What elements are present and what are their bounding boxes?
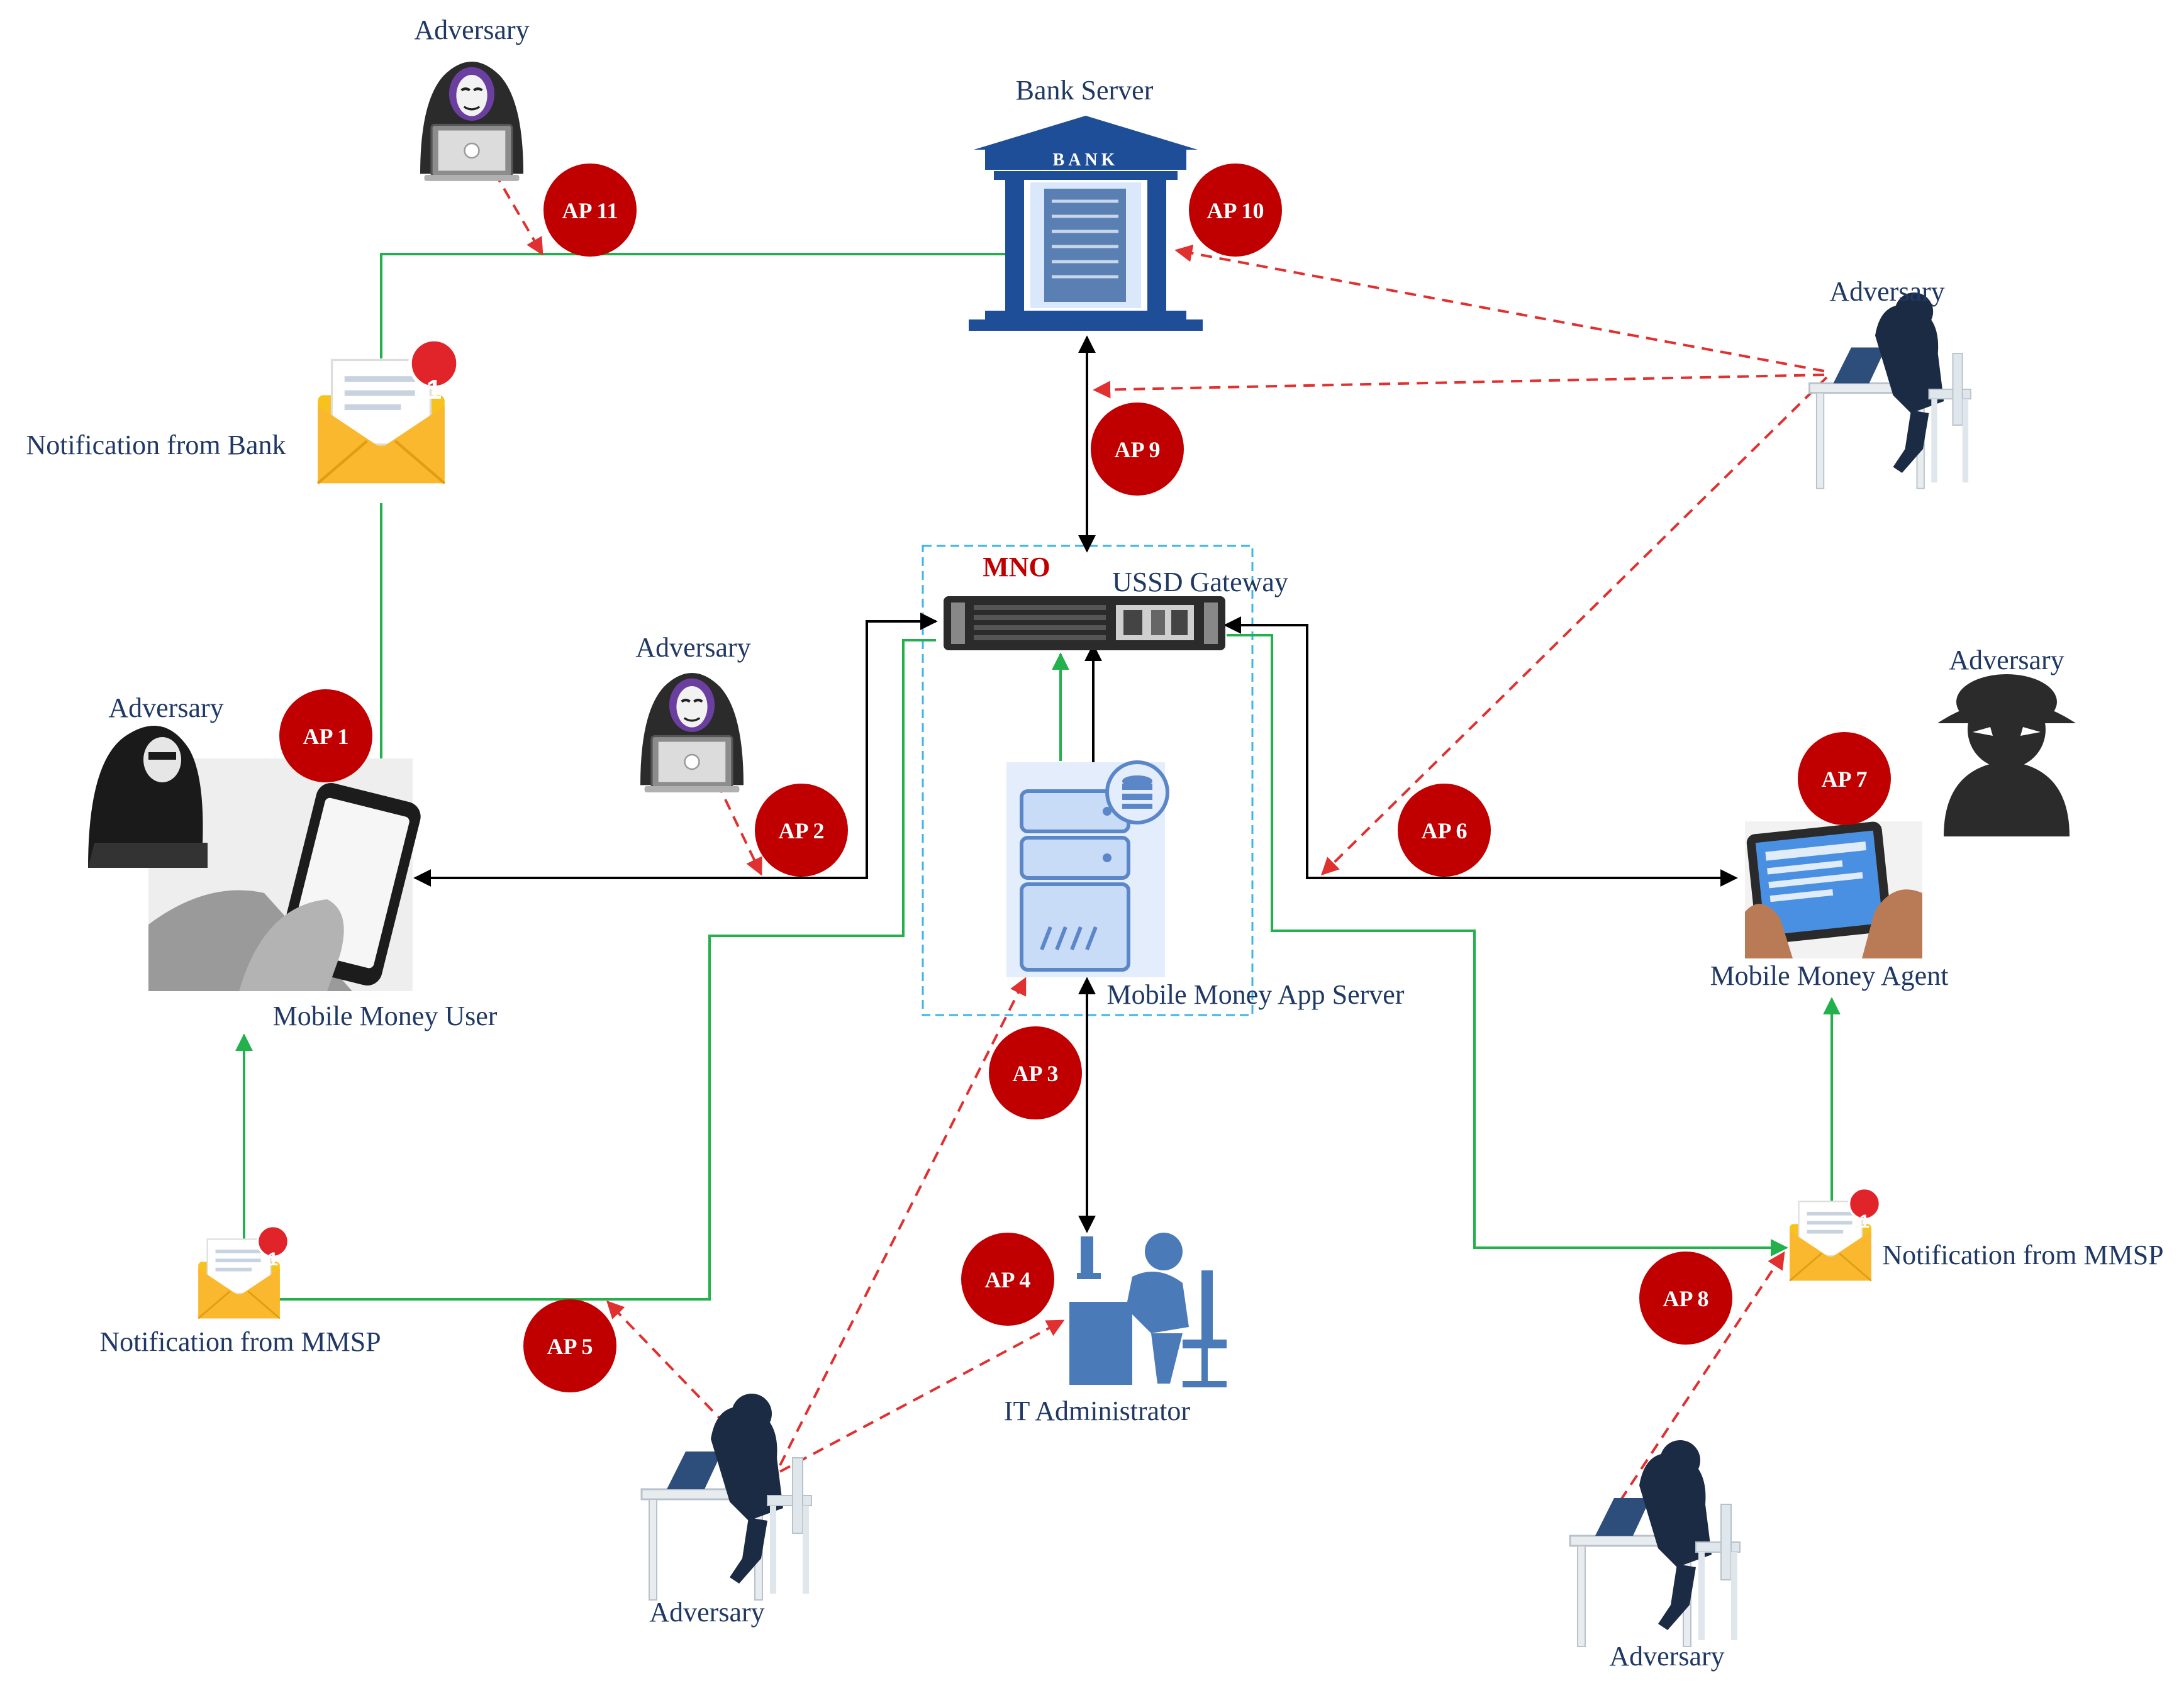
hacker-hoodie-icon	[88, 726, 208, 868]
mobile-money-user-label: Mobile Money User	[273, 1001, 498, 1031]
mno-label: MNO	[983, 552, 1050, 582]
attack-point-label: AP 2	[778, 818, 824, 843]
envelope-notification-icon	[197, 1224, 290, 1320]
hooded-hacker-laptop-icon	[420, 62, 523, 181]
bank-server-label: Bank Server	[1016, 75, 1154, 106]
bank-building-icon: BANK	[969, 116, 1203, 331]
rack-server-icon	[944, 596, 1225, 650]
attack-point-label: AP 9	[1114, 437, 1160, 462]
notification-mmsp-agent-label: Notification from MMSP	[1882, 1240, 2163, 1270]
envelope-badge: 1	[268, 1249, 279, 1270]
attack-point-label: AP 6	[1421, 818, 1467, 843]
attack-point-label: AP 4	[984, 1267, 1030, 1292]
hacker-at-desk-icon	[640, 1392, 813, 1601]
adversary-label: Adversary	[1949, 645, 2064, 675]
adversary-label: Adversary	[635, 632, 750, 663]
attack-point-label: AP 1	[303, 724, 348, 749]
envelope-notification-icon	[1788, 1187, 1881, 1282]
adversary-label: Adversary	[1609, 1641, 1724, 1672]
hacker-at-desk-icon	[1569, 1439, 1741, 1648]
attack-point-label: AP 3	[1012, 1061, 1058, 1086]
hacker-at-desk-icon	[1808, 291, 1972, 490]
ussd-gateway-label: USSD Gateway	[1112, 567, 1288, 597]
notification-links	[235, 253, 1841, 1308]
envelope-badge: 1	[426, 374, 442, 405]
attack-point-label: AP 11	[562, 198, 618, 223]
admin-computer-icon	[1069, 1233, 1227, 1387]
envelope-badge: 1	[1859, 1211, 1870, 1232]
notification-bank-label: Notification from Bank	[26, 430, 286, 460]
adversary-label: Adversary	[1829, 276, 1944, 307]
adversary-label: Adversary	[414, 14, 529, 45]
server-database-icon	[1006, 760, 1169, 977]
attack-point-label: AP 7	[1821, 767, 1867, 792]
adversary-label: Adversary	[649, 1597, 764, 1628]
spy-icon	[1937, 674, 2076, 836]
mobile-money-agent-label: Mobile Money Agent	[1710, 960, 1949, 991]
notification-mmsp-user-label: Notification from MMSP	[99, 1326, 381, 1357]
attack-point-label: AP 8	[1663, 1286, 1708, 1311]
it-admin-label: IT Administrator	[1004, 1396, 1191, 1426]
attack-point-label: AP 5	[547, 1334, 593, 1359]
hand-phone-icon	[148, 758, 421, 991]
bank-sign: BANK	[1053, 150, 1119, 170]
hooded-hacker-laptop-icon	[640, 673, 744, 792]
hands-tablet-icon	[1745, 821, 1922, 958]
attack-point-label: AP 10	[1206, 198, 1264, 223]
app-server-label: Mobile Money App Server	[1107, 979, 1405, 1010]
envelope-notification-icon	[318, 340, 458, 483]
adversary-label: Adversary	[108, 692, 223, 723]
